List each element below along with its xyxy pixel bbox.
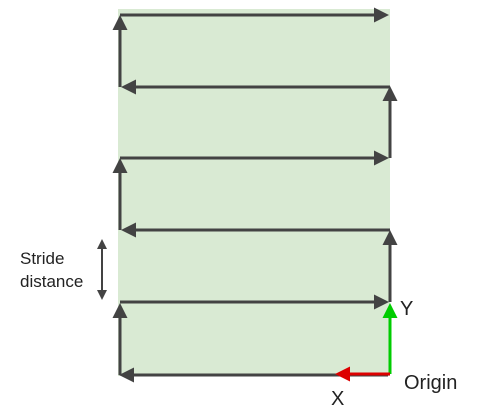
stride-label-line1: Stride bbox=[20, 249, 65, 268]
coverage-field bbox=[118, 9, 390, 376]
x-axis-label: X bbox=[331, 388, 345, 410]
coverage-path bbox=[112, 7, 398, 383]
origin-label: Origin bbox=[404, 372, 458, 394]
y-axis-label: Y bbox=[400, 298, 414, 320]
stride-label-line2: distance bbox=[20, 272, 84, 291]
stride-distance-label: Stride distance bbox=[20, 247, 83, 293]
